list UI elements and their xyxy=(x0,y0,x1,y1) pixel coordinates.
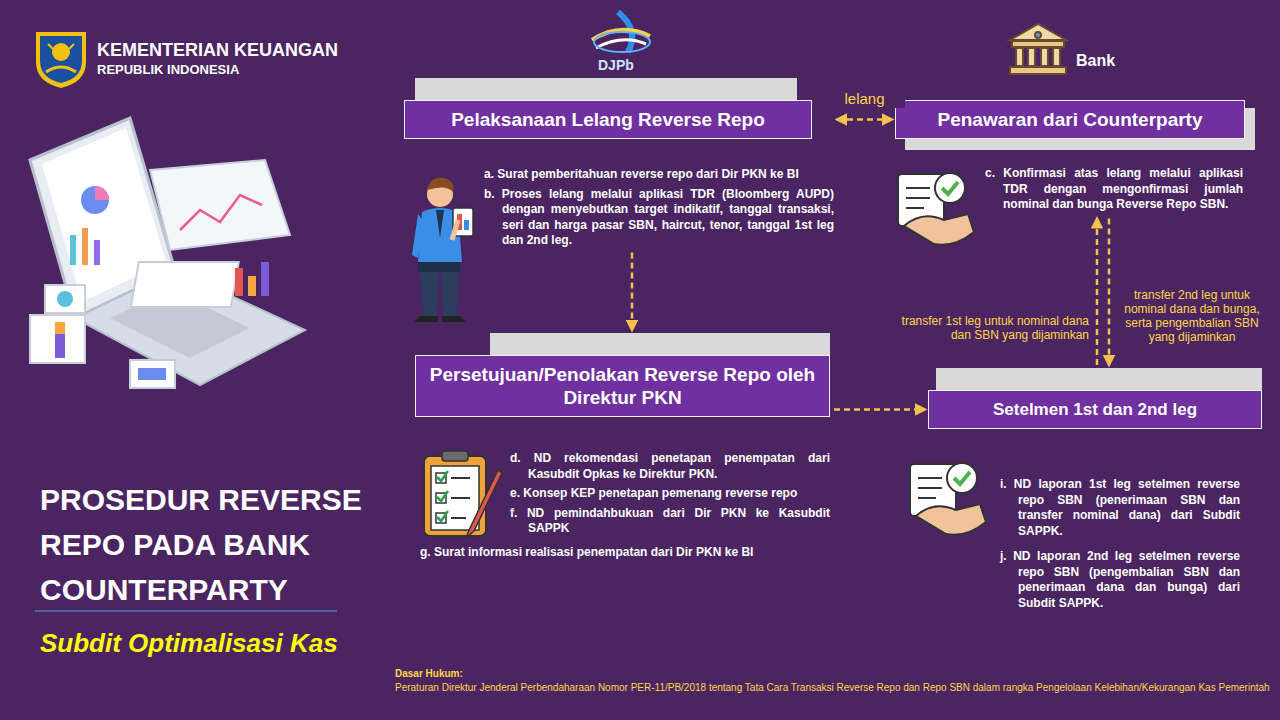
ministry-name: KEMENTERIAN KEUANGAN xyxy=(97,39,397,62)
process-box: Persetujuan/Penolakan Reverse Repo oleh … xyxy=(415,333,831,560)
laptop-illustration xyxy=(30,118,305,388)
step-item: a. Surat pemberitahuan reverse repo dari… xyxy=(484,167,834,183)
bank-label: Bank xyxy=(1076,51,1136,71)
step-item: f. ND pemindahbukuan dari Dir PKN ke Kas… xyxy=(510,506,830,537)
box-heading: Setelmen 1st dan 2nd leg xyxy=(928,390,1262,429)
process-box: Penawaran dari Counterparty c. Konfirmasi… xyxy=(895,98,1245,213)
ministry-subname: REPUBLIK INDONESIA xyxy=(97,62,397,78)
handshake-icon xyxy=(898,173,974,245)
emblem xyxy=(36,32,86,88)
step-item: i. ND laporan 1st leg setelmen reverse r… xyxy=(1000,477,1240,539)
logo-text: DJPb xyxy=(598,56,658,74)
edge-label: transfer 1st leg untuk nominal dana dan … xyxy=(883,314,1089,342)
edge-label: transfer 2nd leg untuk nominal dana dan … xyxy=(1121,288,1263,344)
subtitle: Subdit Optimalisasi Kas xyxy=(40,627,380,660)
step-item: d. ND rekomendasi penetapan penempatan d… xyxy=(510,451,830,482)
title-rule xyxy=(35,611,337,612)
legal-basis-text: Peraturan Direktur Jenderal Perbendahara… xyxy=(395,681,1270,694)
step-item: e. Konsep KEP penetapan pemenang reverse… xyxy=(510,486,830,502)
bank-icon xyxy=(1010,24,1066,74)
flow-arrow xyxy=(1108,219,1111,366)
flow-arrow xyxy=(837,118,892,121)
step-item: g. Surat informasi realisasi penempatan … xyxy=(420,545,800,561)
box-heading: Persetujuan/Penolakan Reverse Repo oleh … xyxy=(415,355,830,417)
person-figure xyxy=(412,178,473,322)
handshake-icon xyxy=(910,463,986,535)
process-box: Setelmen 1st dan 2nd leg i. ND laporan 1s… xyxy=(928,368,1262,611)
step-item: j. ND laporan 2nd leg setelmen reverse r… xyxy=(1000,549,1240,611)
flow-arrow xyxy=(834,408,925,411)
legal-basis-heading: Dasar Hukum: xyxy=(395,667,595,680)
box-heading: Pelaksanaan Lelang Reverse Repo xyxy=(404,100,812,139)
process-box: Pelaksanaan Lelang Reverse Repo a. Surat … xyxy=(404,78,834,249)
flow-arrow xyxy=(1096,219,1099,366)
page-title: PROSEDUR REVERSE REPO PADA BANK COUNTERP… xyxy=(40,477,370,612)
flow-arrow xyxy=(631,253,634,331)
step-item: b. Proses lelang melalui aplikasi TDR (B… xyxy=(484,187,834,249)
edge-label: lelang xyxy=(825,90,905,108)
box-heading: Penawaran dari Counterparty xyxy=(895,100,1245,139)
djpb-logo xyxy=(592,12,650,52)
clipboard-icon xyxy=(424,451,502,538)
step-item: c. Konfirmasi atas lelang melalui aplika… xyxy=(985,166,1243,213)
